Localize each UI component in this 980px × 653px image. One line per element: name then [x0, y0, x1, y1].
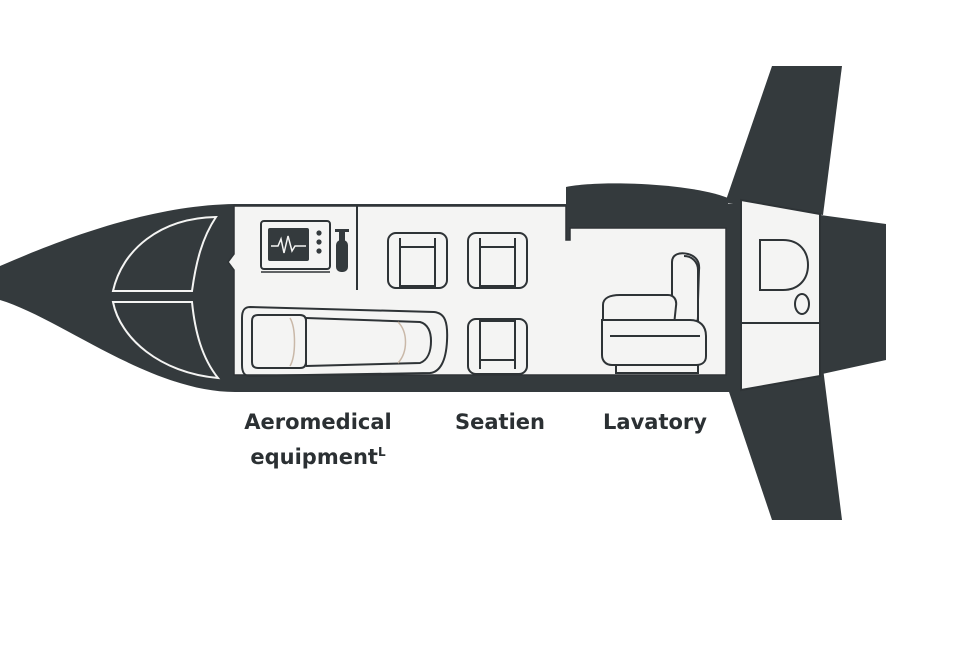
ecg-monitor-icon [260, 220, 331, 273]
passenger-seat-icon [601, 252, 707, 374]
lower-wing [725, 368, 842, 520]
passenger-seat-icon [387, 232, 448, 289]
upper-wing [725, 66, 842, 215]
lavatory-toilet-icon [759, 239, 810, 291]
oxygen-cylinder-icon [335, 229, 349, 272]
lavatory-compartment [740, 198, 821, 392]
stretcher-icon [241, 305, 449, 378]
aeromedical-equipment-label: Aeromedical equipmentL [238, 407, 398, 472]
aeromedical-label-line2: equipmentL [250, 445, 386, 469]
aeromedical-label-mark: L [377, 445, 386, 459]
cockpit-windshield-icon [111, 215, 221, 380]
lavatory-sink-icon [794, 293, 810, 315]
lavatory-label: Lavatory [603, 410, 707, 434]
passenger-seat-icon [467, 318, 528, 375]
seating-label: Seatien [455, 410, 545, 434]
passenger-seat-icon [467, 232, 528, 289]
aeromedical-label-line1: Aeromedical [244, 410, 392, 434]
